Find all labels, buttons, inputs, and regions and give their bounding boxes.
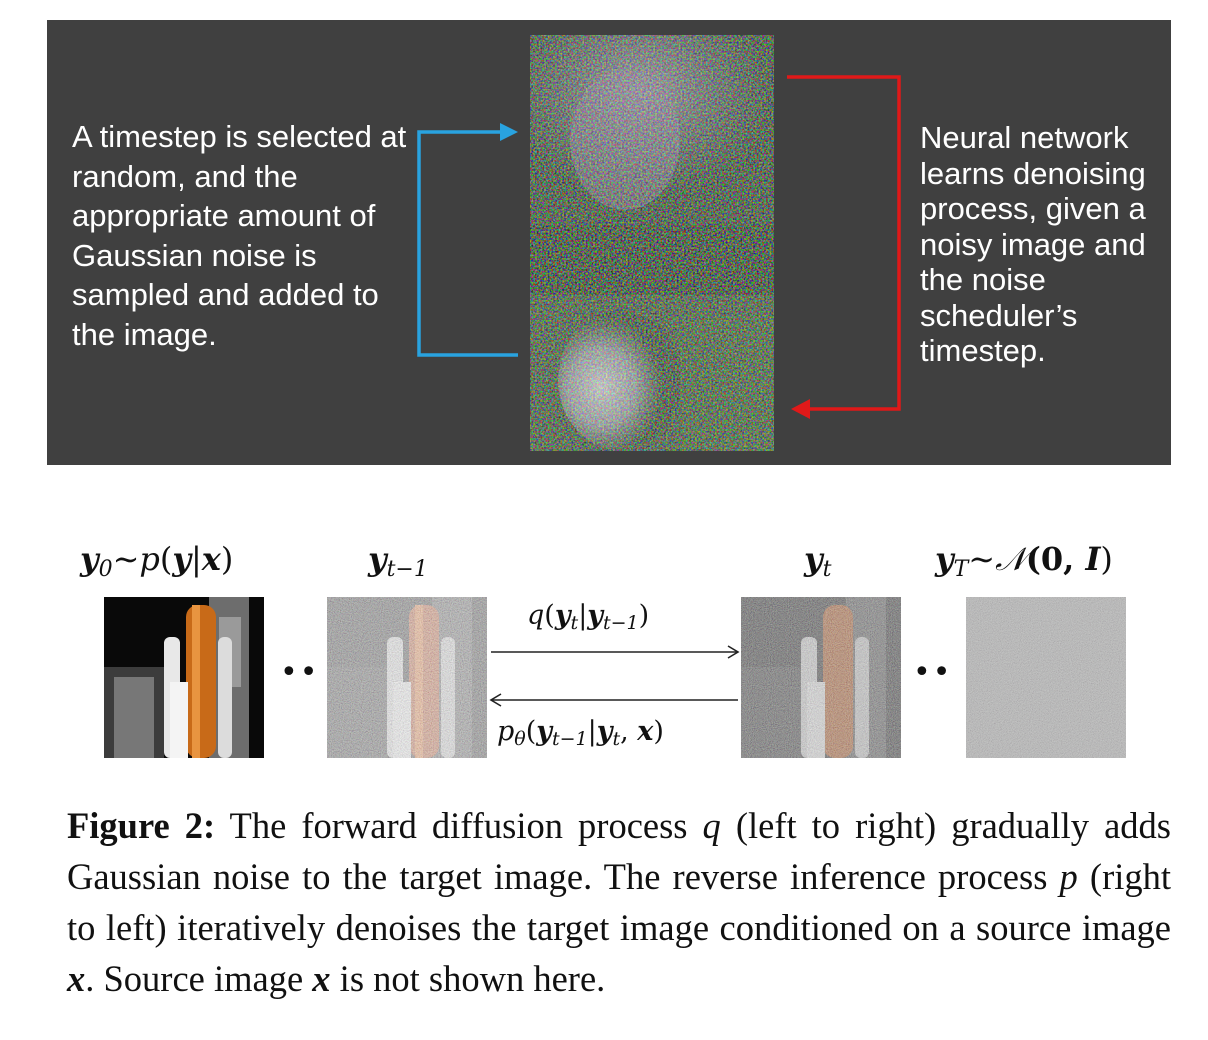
figure-caption: Figure 2: The forward diffusion process … <box>67 805 1172 999</box>
denoising-explanation-text: Neural network learns denoising process,… <box>920 120 1146 368</box>
reverse-process-label: pθ(yt−1|yt, x) <box>497 716 664 750</box>
pure-noise-image <box>966 597 1126 758</box>
timestep-explanation-text: A timestep is selected at random, and th… <box>72 119 407 352</box>
noisy-image <box>530 35 774 451</box>
reverse-arrow-head <box>489 693 502 707</box>
figure-label: Figure 2: <box>67 805 216 846</box>
label-y0: y0∼p(y|x) <box>80 540 234 582</box>
ellipsis-right: •• <box>913 655 953 690</box>
forward-arrow-head <box>727 645 740 659</box>
forward-process-label: q(yt|yt−1) <box>527 600 650 634</box>
label-yT: yT∼𝒩(0, I) <box>935 540 1113 582</box>
shuttle-image-clean <box>104 597 264 758</box>
ellipsis-left: •• <box>280 655 320 690</box>
label-yt: yt <box>804 540 832 582</box>
shuttle-image-slightly-noisy <box>327 597 487 758</box>
shuttle-image-noisy <box>741 597 901 758</box>
label-yt-minus-1: yt−1 <box>368 540 428 582</box>
